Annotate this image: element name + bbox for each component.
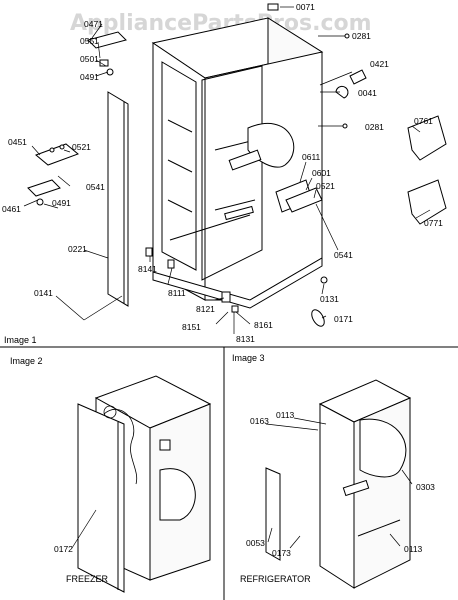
callout-0221: 0221 <box>68 244 87 254</box>
callout-0113-a: 0113 <box>276 410 295 420</box>
hinge-top-left <box>87 31 127 76</box>
callout-0521-b: 0521 <box>316 181 335 191</box>
leader-0172 <box>71 509 97 549</box>
door-panel-0221 <box>107 91 129 307</box>
callout-0541-b: 0541 <box>334 250 353 260</box>
callout-0471: 0471 <box>84 19 103 29</box>
callout-0163: 0163 <box>250 416 269 426</box>
callout-0171: 0171 <box>334 314 353 324</box>
trim-parts-right <box>275 179 323 213</box>
callout-8131: 8131 <box>236 334 255 344</box>
callout-8141: 8141 <box>138 264 157 274</box>
callouts-image-3: 0163 0113 0303 0053 0173 0113 <box>246 410 435 558</box>
refrigerator-door-panel <box>265 467 281 561</box>
callout-0501: 0501 <box>80 54 99 64</box>
callout-0611: 0611 <box>302 152 321 162</box>
callout-0281-a: 0281 <box>352 31 371 41</box>
callout-0041: 0041 <box>358 88 377 98</box>
callout-0281-b: 0281 <box>365 122 384 132</box>
callout-0461: 0461 <box>2 204 21 214</box>
callout-0053: 0053 <box>246 538 265 548</box>
hinge-bottom-left <box>27 179 61 206</box>
callout-0141: 0141 <box>34 288 53 298</box>
callout-0551: 0551 <box>80 36 99 46</box>
callout-0491-a: 0491 <box>80 72 99 82</box>
callout-0601: 0601 <box>312 168 331 178</box>
callout-0421: 0421 <box>370 59 389 69</box>
image-1-label: Image 1 <box>4 335 37 345</box>
callout-0541-a: 0541 <box>86 182 105 192</box>
callout-0521-a: 0521 <box>72 142 91 152</box>
callout-0491-b: 0491 <box>52 198 71 208</box>
panel-frames <box>0 346 458 600</box>
callout-0131: 0131 <box>320 294 339 304</box>
freezer-door-panel <box>77 403 125 593</box>
refrigerator-caption: REFRIGERATOR <box>240 574 311 584</box>
callout-8111: 8111 <box>168 288 186 298</box>
callout-8151: 8151 <box>182 322 201 332</box>
callouts-image-1: 0071 0471 0551 0501 0491 0281 0421 0041 … <box>2 2 443 344</box>
hinge-middle-left <box>35 143 79 166</box>
callout-0172: 0172 <box>54 544 73 554</box>
leader-lines-image-1 <box>23 6 431 334</box>
callout-0303: 0303 <box>416 482 435 492</box>
brackets-right <box>407 115 447 225</box>
cabinet-main <box>151 17 324 309</box>
image-3-label: Image 3 <box>232 353 265 363</box>
callout-0451: 0451 <box>8 137 27 147</box>
freezer-wiring <box>103 405 138 485</box>
freezer-caption: FREEZER <box>66 574 109 584</box>
image-2-label: Image 2 <box>10 356 43 366</box>
callout-0761: 0761 <box>414 116 433 126</box>
callout-0113-b: 0113 <box>404 544 423 554</box>
callout-8161: 8161 <box>254 320 273 330</box>
parts-top-right <box>267 3 367 129</box>
leader-lines-image-3 <box>265 417 413 549</box>
callout-0771: 0771 <box>424 218 443 228</box>
callout-0173: 0173 <box>272 548 291 558</box>
refrigerator-cabinet <box>318 379 412 589</box>
parts-lower <box>145 247 328 327</box>
callout-8121: 8121 <box>196 304 215 314</box>
callout-0071: 0071 <box>296 2 315 12</box>
